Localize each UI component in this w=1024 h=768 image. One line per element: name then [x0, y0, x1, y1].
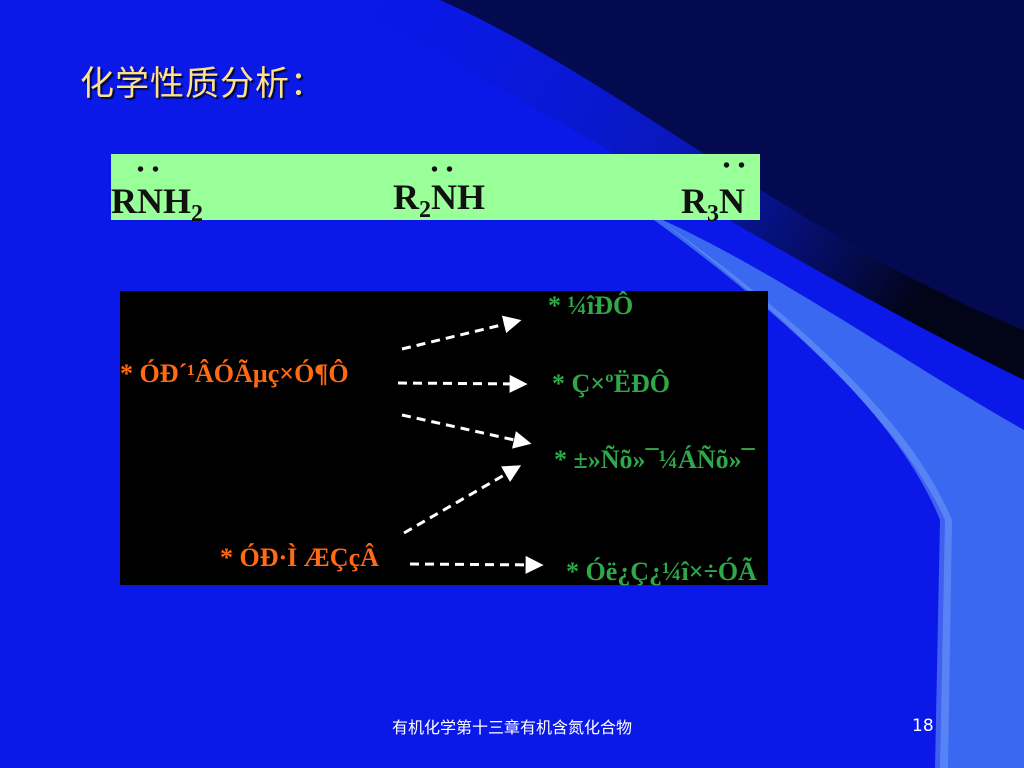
- secondary-amine-formula: R2NH: [393, 177, 485, 223]
- arrow-to-oxidation-from-bottom: [403, 465, 522, 535]
- result-label-oxidation: * ±»Ñõ»¯¼ÁÑõ»¯: [554, 445, 755, 474]
- tertiary-amine-formula: R3N: [681, 181, 745, 227]
- slide-title: 化学性质分析：: [80, 64, 325, 104]
- source-label-lone-pair: * ÓÐ´¹ÂÓÃµç×Ó¶Ô: [120, 359, 349, 388]
- page-number: 18: [912, 716, 934, 736]
- arrow-to-strong-base: [409, 555, 544, 574]
- reaction-diagram-box: * ÓÐ´¹ÂÓÃµç×Ó¶Ô * ÓÐ·Ì ÆÇçÂ * ¼îÐÔ * Ç×º…: [120, 291, 768, 586]
- lone-pair-dots: ••: [137, 159, 168, 181]
- source-label-alpha-h: * ÓÐ·Ì ÆÇçÂ: [220, 543, 379, 572]
- arrow-to-basicity: [401, 315, 522, 351]
- footer-caption: 有机化学第十三章有机含氮化合物: [391, 718, 632, 737]
- arrow-to-oxidation-from-top: [401, 413, 532, 449]
- lone-pair-dots: ••: [431, 159, 462, 181]
- result-label-basicity: * ¼îÐÔ: [548, 291, 634, 320]
- result-label-strong-base: * Óë¿Ç¿¼î×÷ÓÃ: [566, 557, 757, 586]
- reaction-arrows: [397, 315, 544, 574]
- result-label-nucleophilicity: * Ç×ºËÐÔ: [552, 369, 671, 398]
- lone-pair-dots: ••: [723, 155, 754, 177]
- arrow-to-nucleophilicity: [397, 374, 528, 393]
- primary-amine-formula: RNH2: [111, 181, 203, 227]
- amine-formula-box: •• RNH2 •• R2NH •• R3N: [111, 154, 760, 227]
